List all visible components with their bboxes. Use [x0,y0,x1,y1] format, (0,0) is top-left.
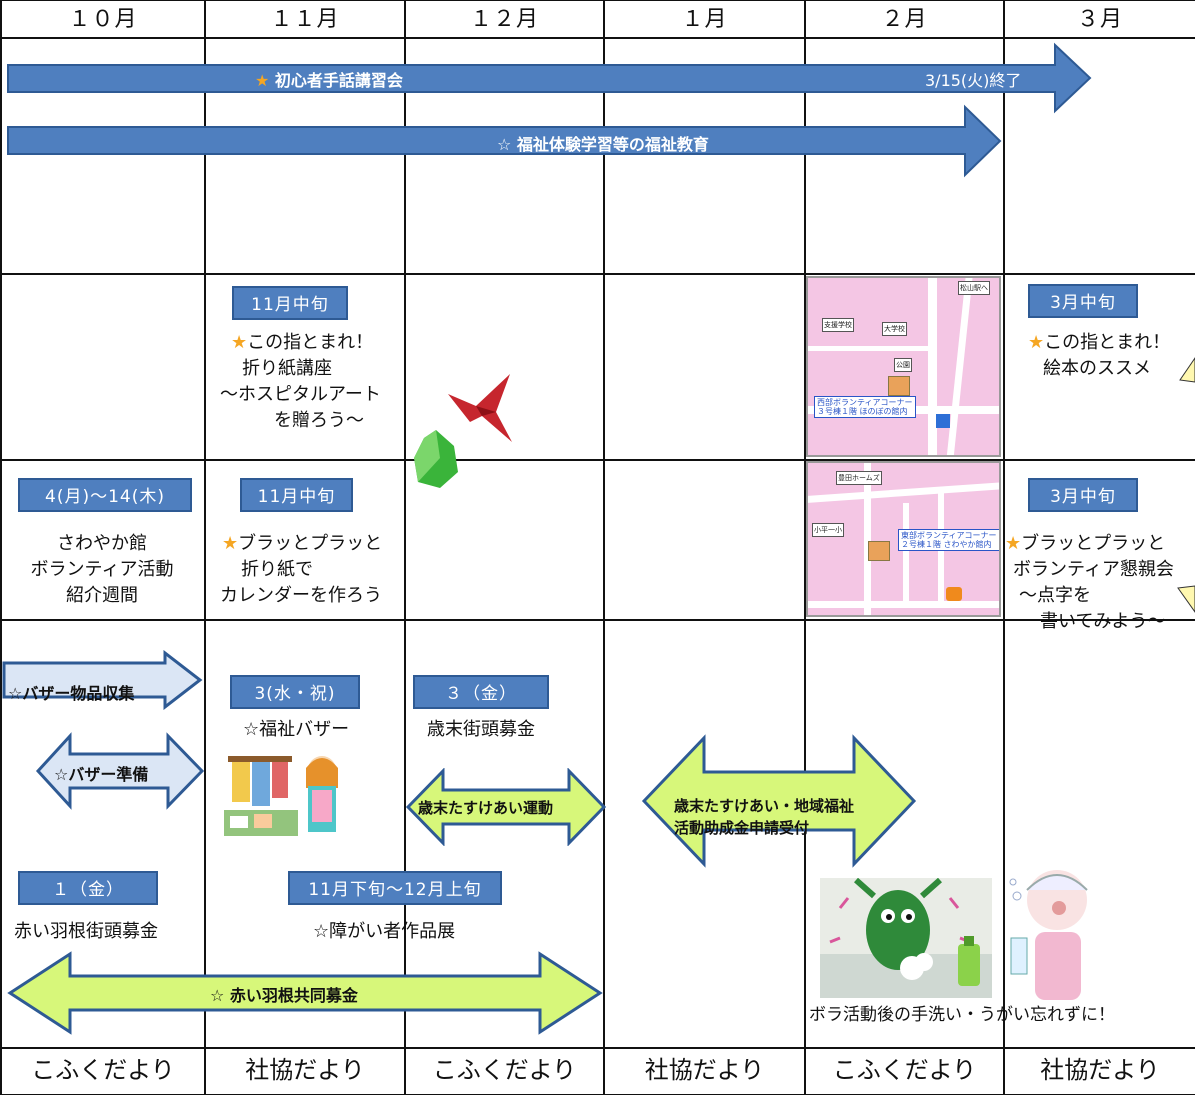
map-label: 小平一小 [812,523,844,537]
grid-col-line [404,0,406,1095]
grid-col-line [804,0,806,1095]
star-icon: ★ [255,71,270,90]
map-label: 公園 [894,358,912,372]
sign-language-label: ★ 初心者手話講習会 [255,71,403,90]
mar-social-line2: ボランティア懇親会 [1013,559,1174,580]
building-icon [888,376,910,396]
month-march: ３月 [1076,7,1123,32]
sign-language-end-note: 3/15(火)終了 [925,71,1022,90]
oct-collect-text: 赤い羽根街頭募金 [14,921,158,942]
store-icon [946,587,962,601]
nov-origami-line4: を贈ろう～ [274,410,364,431]
map-label: 支援学校 [822,318,854,332]
month-november: １１月 [270,7,340,32]
gargling-person-illustration-icon [1009,870,1088,1000]
month-december: １２月 [469,7,539,32]
month-october: １０月 [68,7,138,32]
mar-social-title: ★ブラッとプラッと [1005,533,1166,554]
nov-mid-badge: 11月中旬 [232,286,348,320]
welfare-education-label: ☆ 福祉体験学習等の福祉教育 [497,135,709,154]
nov-origami-title: ★この指とまれ！ [231,332,374,353]
grid-col-line [603,0,605,1095]
mar-picturebook-title: ★この指とまれ！ [1028,332,1171,353]
star-icon: ★ [222,533,239,554]
origami-crane-icon [448,374,512,442]
mar-social-line3: ～点字を [1019,585,1091,606]
footer-newsletter-4: 社協だより [644,1056,765,1084]
grid-header-line [0,37,1195,39]
bazaar-shop-illustration-icon [224,756,338,836]
sign-language-arrow [7,42,1092,114]
dec-collect-text: 歳末街頭募金 [427,719,535,740]
nov-calendar-title: ★ブラッとプラッと [222,533,383,554]
footer-newsletter-6: 社協だより [1040,1056,1160,1084]
oct-week-line3: 紹介週間 [66,585,138,606]
footer-newsletter-3: こふくだより [432,1056,577,1084]
nov-origami-line3: ～ホスピタルアート [220,384,381,405]
map-corner-label: 松山駅へ [958,281,990,295]
origami-frog-icon [414,430,458,488]
grant-application-label: 歳末たすけあい・地域福祉活動助成金申請受付 [674,797,855,837]
month-january: １月 [681,7,728,32]
bazaar-collect-label: ☆バザー物品収集 [8,684,135,703]
star-icon: ★ [231,332,248,353]
grid-col-line [1003,0,1005,1095]
oct-week-badge: 4(月)～14(木) [18,478,192,512]
handwash-caption: ボラ活動後の手洗い・うがい忘れずに！ [809,1005,1115,1025]
star-icon: ★ [1028,332,1045,353]
bazaar-prep-label: ☆バザー準備 [54,765,149,784]
mar-mid-badge-2: 3月中旬 [1028,478,1138,512]
grant-application-arrow [641,734,917,868]
grid-row-line [0,619,1195,621]
nov-calendar-line3: カレンダーを作ろう [220,585,382,606]
mar-picturebook-line2: 絵本のススメ [1043,358,1151,379]
grid-col-line [0,0,2,1095]
building-icon [868,541,890,561]
dec-collect-badge: ３（金） [413,675,549,709]
bazaar-collect-arrow [2,650,203,710]
oct-week-line2: ボランティア活動 [30,559,174,580]
mar-social-line4: 書いてみよう～ [1040,611,1166,632]
triangle-decoration-icon [1179,357,1195,383]
nov-origami-line2: 折り紙講座 [242,358,332,379]
grid-row-line [0,459,1195,461]
triangle-decoration-icon [1177,585,1195,613]
grid-top [0,0,1195,1]
nov-bazaar-text: ☆福祉バザー [243,719,350,740]
month-february: ２月 [881,7,928,32]
footer-newsletter-2: 社協だより [245,1056,365,1084]
year-end-campaign-label: 歳末たすけあい運動 [418,799,554,817]
mar-mid-badge: 3月中旬 [1028,284,1138,318]
nov-bazaar-badge: 3(水・祝) [230,675,360,709]
footer-newsletter-1: こふくだより [31,1056,175,1084]
welfare-education-arrow [7,104,1002,178]
oct-week-line1: さわやか館 [57,533,147,554]
exhibit-badge: 11月下旬～12月上旬 [288,871,502,905]
footer-newsletter-5: こふくだより [832,1056,977,1084]
oct-collect-badge: １（金） [18,871,158,905]
year-end-campaign-arrow [405,768,607,846]
handwashing-germ-illustration-icon [820,878,992,998]
map-label: 大学校 [882,322,907,336]
red-feather-label: ☆ 赤い羽根共同募金 [210,986,358,1005]
map-corner-label: 豊田ホームズ [836,471,882,485]
grid-footer-line [0,1047,1195,1049]
exhibit-text: ☆障がい者作品展 [313,921,456,942]
bazaar-prep-arrow [35,732,205,810]
grid-col-line [204,0,206,1095]
school-icon [936,414,950,428]
red-feather-arrow [7,951,603,1035]
nov-calendar-line2: 折り紙で [241,559,313,580]
nov-mid-badge-2: 11月中旬 [240,478,353,512]
star-icon: ★ [1005,533,1022,554]
grid-row-line [0,273,1195,275]
